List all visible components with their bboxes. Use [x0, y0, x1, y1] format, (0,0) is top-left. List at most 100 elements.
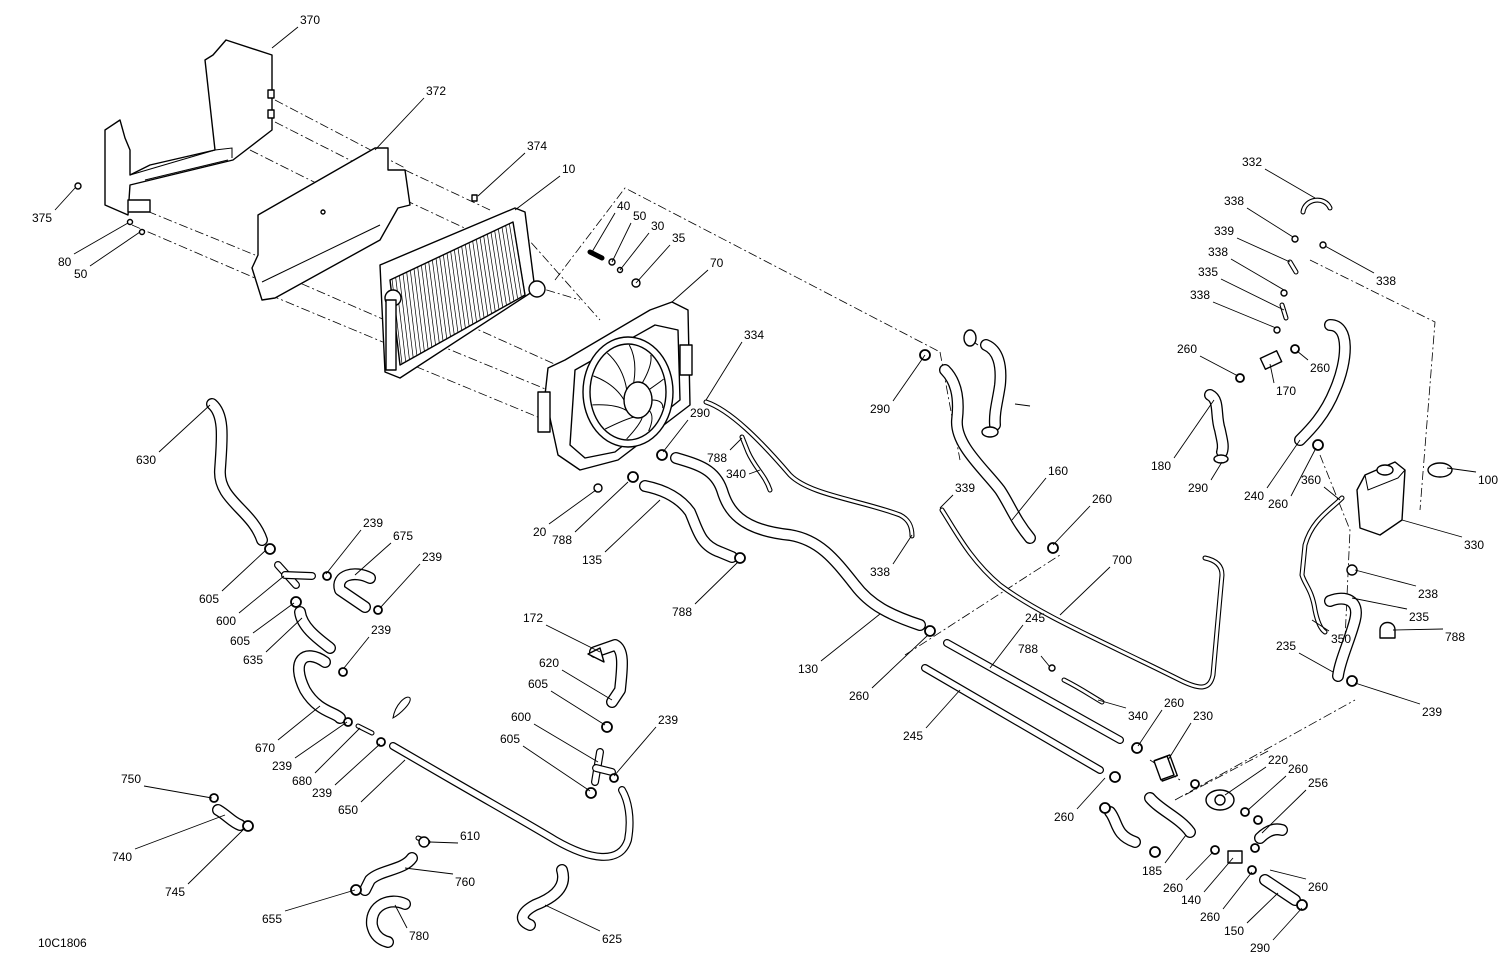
callout-leader-line [619, 232, 650, 271]
callout-label: 788 [1445, 630, 1465, 644]
callout-label: 650 [338, 803, 358, 817]
hose-635 [294, 606, 348, 677]
callout-leader-line [134, 814, 226, 850]
callout-label: 290 [870, 402, 890, 416]
callout-label: 230 [1193, 709, 1213, 723]
fan-blade [651, 399, 664, 409]
callout-leader-line [1185, 851, 1214, 881]
callout-leader-line [1230, 258, 1285, 291]
callout-leader-line [1011, 477, 1047, 521]
hose-240 [1294, 319, 1351, 451]
callout-leader-line [187, 827, 246, 885]
callout-label: 340 [1128, 709, 1148, 723]
callout-leader-line [522, 745, 591, 792]
callout-label: 256 [1308, 776, 1328, 790]
callout-label: 239 [1422, 705, 1442, 719]
callout-leaders [54, 26, 1477, 941]
callout-label: 338 [870, 565, 890, 579]
callout-label: 330 [1464, 538, 1484, 552]
callout-leader-line [611, 222, 632, 263]
callout-label: 350 [1331, 632, 1351, 646]
callout-leader-line [1266, 439, 1301, 489]
callout-label: 339 [955, 481, 975, 495]
callout-label: 170 [1276, 384, 1296, 398]
callout-leader-line [1261, 789, 1307, 834]
callout-leader-line [1311, 619, 1330, 632]
radiator-fin [464, 244, 477, 322]
reservoir-330 [1346, 461, 1453, 576]
callout-label: 260 [1200, 910, 1220, 924]
callout-leader-line [694, 561, 739, 605]
fan-blade [604, 416, 634, 430]
radiator-fin [461, 246, 474, 324]
callout-label: 740 [112, 850, 132, 864]
callout-leader-line [1392, 628, 1444, 631]
callout-label: 260 [1054, 810, 1074, 824]
callout-leader-line [1323, 486, 1341, 501]
callout-label: 290 [690, 406, 710, 420]
fan-blade [626, 416, 643, 440]
callout-leader-line [158, 404, 211, 453]
radiator-fin [468, 242, 481, 320]
fan-blade [641, 354, 652, 384]
fan-blade [607, 352, 628, 390]
radiator-fin [505, 225, 518, 299]
callout-leader-line [271, 26, 299, 49]
callout-label: 239 [272, 759, 292, 773]
callout-label: 135 [582, 553, 602, 567]
callout-leader-line [1236, 237, 1291, 263]
callout-leader-line [252, 602, 295, 634]
fan-blade [648, 410, 653, 432]
tube-700 [939, 507, 1225, 690]
callout-leader-line [1040, 655, 1051, 668]
radiator-fin [442, 254, 455, 335]
callout-leader-line [1401, 519, 1463, 538]
radiator-fin [457, 247, 470, 326]
radiator-10 [379, 207, 546, 379]
deflector-panel-372 [251, 147, 411, 301]
callout-label: 605 [199, 592, 219, 606]
callout-label: 70 [710, 256, 724, 270]
fitting-170 [1235, 344, 1300, 383]
callout-leader-line [325, 529, 362, 575]
callout-label: 172 [523, 611, 543, 625]
callout-leader-line [404, 867, 454, 875]
callout-leader-line [1137, 709, 1163, 747]
callout-leader-line [294, 721, 348, 759]
radiator-fin [472, 240, 485, 318]
callout-label: 260 [1288, 762, 1308, 776]
radiator-fin [435, 258, 448, 339]
callout-label: 332 [1242, 155, 1262, 169]
hose-150 [1247, 865, 1308, 911]
fitting-sleeve-230 [1153, 755, 1175, 781]
radiator-fin [413, 268, 425, 352]
callout-leader-line [334, 743, 381, 786]
callout-label: 150 [1224, 924, 1244, 938]
clip-788-right [1379, 621, 1396, 639]
callout-label: 360 [1301, 473, 1321, 487]
callout-label: 338 [1190, 288, 1210, 302]
callout-label: 370 [300, 13, 320, 27]
callout-label: 670 [255, 741, 275, 755]
hose-625 [516, 864, 570, 931]
callout-leader-line [314, 727, 361, 774]
callout-label: 339 [1214, 224, 1234, 238]
callout-leader-line [820, 613, 881, 662]
hose-135 [627, 471, 746, 564]
callout-leader-line [1296, 350, 1309, 361]
callout-leader-line [73, 222, 129, 255]
callout-label: 10 [562, 162, 576, 176]
fan-blade [593, 375, 625, 401]
callout-label: 605 [230, 634, 250, 648]
callout-label: 100 [1478, 473, 1498, 487]
callout-leader-line [1222, 871, 1253, 910]
callout-leader-line [871, 634, 929, 689]
radiator-fin [494, 230, 507, 305]
callout-label: 610 [460, 829, 480, 843]
callout-leader-line [939, 494, 954, 509]
radiator-fin [428, 261, 440, 343]
callout-leader-line [662, 419, 689, 453]
callout-label: 788 [552, 533, 572, 547]
callout-label: 338 [1208, 245, 1228, 259]
callout-label: 50 [74, 267, 88, 281]
